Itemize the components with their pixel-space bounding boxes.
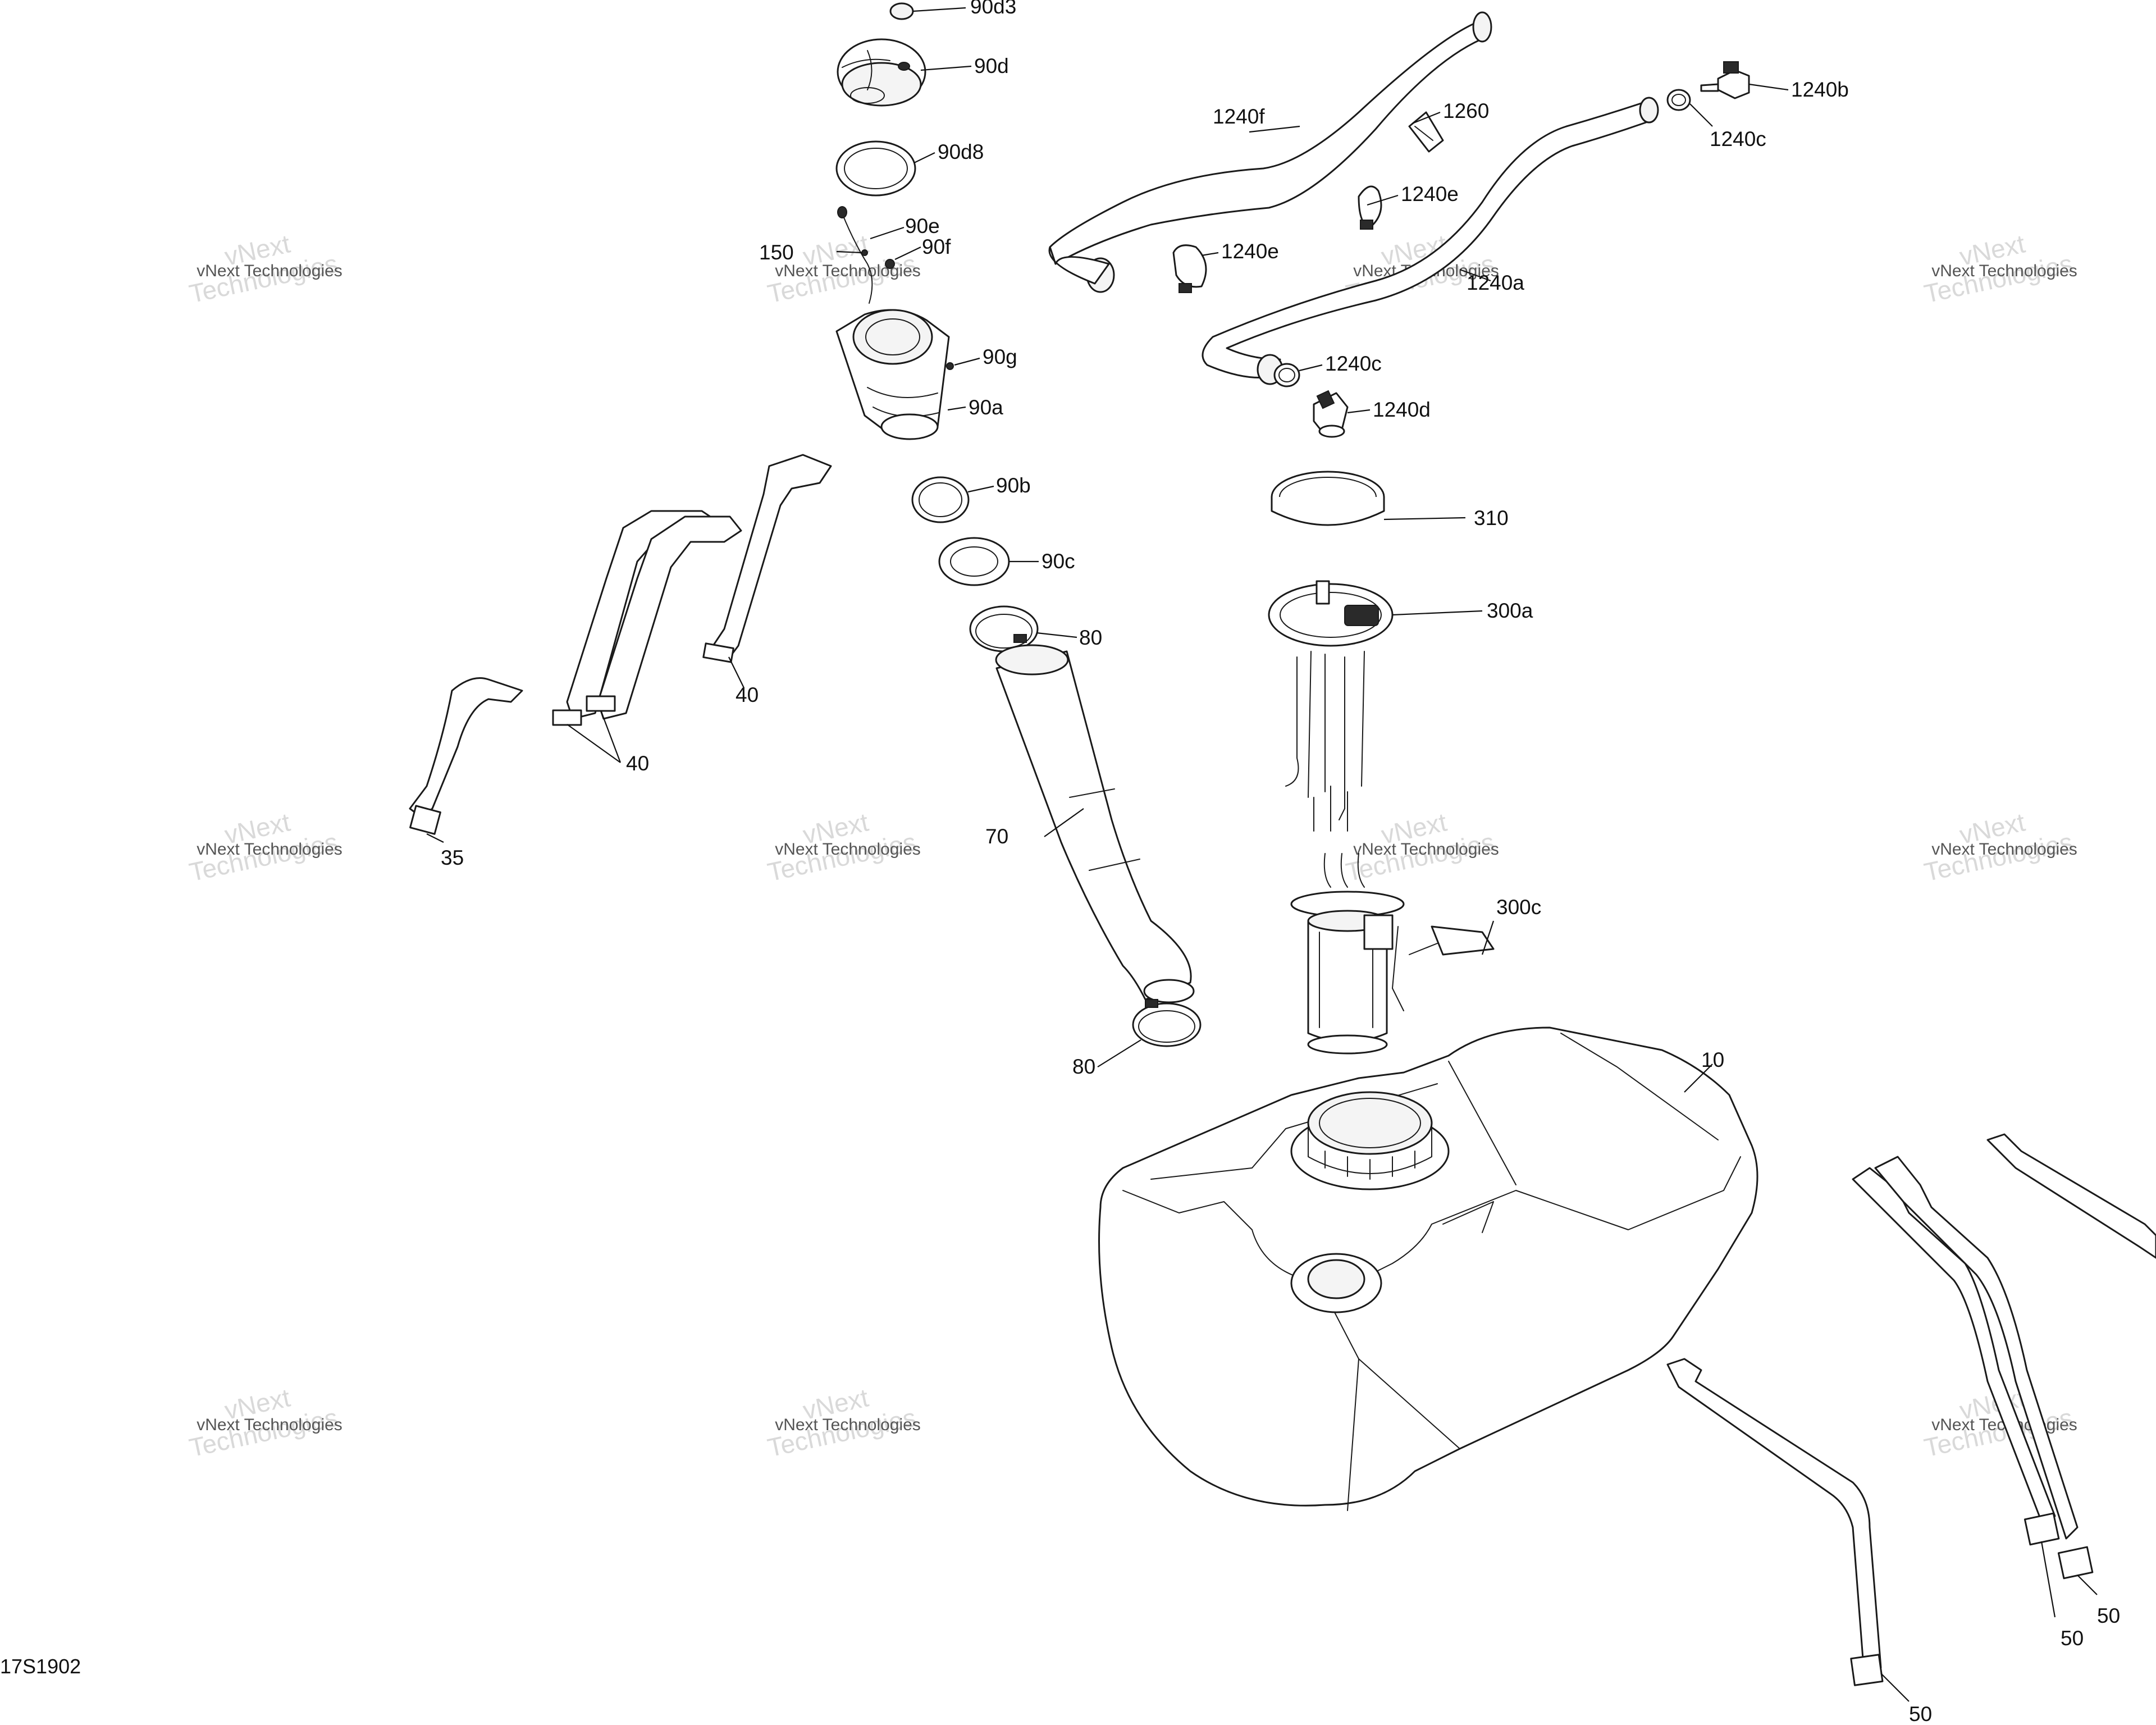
part-90a-filler-neck (835, 309, 950, 440)
figure-id: 17S1902 (0, 1655, 81, 1678)
part-1240c-clamp-left (1273, 363, 1300, 387)
callout-80-top: 80 (1079, 626, 1102, 649)
part-1240d-fitting (1313, 390, 1349, 438)
watermark: vNext Technologies vNext Technologies (765, 1383, 921, 1463)
watermark-small: vNext Technologies (775, 1416, 921, 1434)
watermark: vNext Technologies vNext Technologies (186, 807, 342, 887)
callout-90e: 90e (905, 215, 940, 238)
watermark-small: vNext Technologies (1931, 262, 2077, 280)
part-1240b-valve (1700, 61, 1750, 99)
callout-300c: 300c (1496, 896, 1541, 919)
part-1240e-clamp-left (1172, 244, 1207, 293)
part-1240e-clamp-right (1358, 185, 1382, 230)
part-50-strap-c (1986, 1133, 2156, 1259)
part-80-clamp-bottom (1132, 999, 1202, 1047)
watermark: vNext Technologies vNext Technologies (1921, 807, 2077, 887)
watermark-small: vNext Technologies (1931, 840, 2077, 859)
watermark: vNext Technologies vNext Technologies (186, 229, 342, 309)
part-90f-screw (885, 259, 895, 269)
callout-1240c-right: 1240c (1710, 127, 1766, 150)
callout-1260: 1260 (1443, 99, 1489, 122)
callout-1240b: 1240b (1791, 78, 1849, 101)
part-90c-ring (938, 537, 1010, 586)
watermark-small: vNext Technologies (1353, 840, 1499, 859)
callout-40-single: 40 (736, 683, 759, 706)
leader-lines (426, 7, 2098, 1702)
callout-1240e-left: 1240e (1221, 240, 1279, 263)
part-50-strap-b (1852, 1156, 2094, 1580)
watermark: vNext Technologies vNext Technologies (765, 807, 921, 887)
part-90g-screw (946, 362, 954, 370)
callout-1240a: 1240a (1467, 271, 1524, 294)
callout-80-bottom: 80 (1072, 1055, 1095, 1078)
part-90d3-plug (889, 2, 914, 20)
part-1260-clamp (1408, 111, 1444, 153)
callout-1240e-right: 1240e (1401, 182, 1459, 206)
part-90e-tether-end (837, 206, 847, 218)
part-1240c-clamp-right (1666, 89, 1691, 111)
part-90b-gasket (911, 476, 970, 523)
callout-90c: 90c (1042, 550, 1075, 573)
part-300c-fuel-pump (1290, 853, 1495, 1055)
watermark: vNext Technologies vNext Technologies (1921, 229, 2077, 309)
callout-90d8: 90d8 (938, 140, 984, 163)
callout-70: 70 (985, 825, 1008, 848)
callout-10: 10 (1701, 1048, 1724, 1071)
callouts: 90d3 90d 90d8 90e 150 90f 90g 90a 90b 90… (441, 0, 2120, 1725)
callout-90d: 90d (974, 54, 1009, 77)
part-90d-fuel-cap (837, 38, 926, 107)
watermark-small: vNext Technologies (775, 840, 921, 859)
watermark: vNext Technologies vNext Technologies (765, 229, 921, 309)
watermark: vNext Technologies vNext Technologies (1343, 807, 1499, 887)
part-40-strap-single (702, 454, 832, 663)
part-80-clamp-top (969, 605, 1039, 652)
part-1240f-vent-hose (1048, 11, 1492, 293)
callout-310: 310 (1474, 506, 1509, 530)
callout-90g: 90g (983, 345, 1017, 368)
part-50-strap-a (1666, 1358, 1884, 1686)
watermark: vNext Technologies vNext Technologies (186, 1383, 342, 1463)
callout-1240d: 1240d (1373, 398, 1431, 421)
callout-90a: 90a (969, 396, 1003, 419)
part-310-lock-ring (1271, 471, 1385, 526)
callout-300a: 300a (1487, 599, 1533, 622)
callout-40-double: 40 (626, 752, 649, 775)
callout-90d3: 90d3 (970, 0, 1016, 18)
callout-50-b: 50 (2061, 1627, 2084, 1650)
callout-35: 35 (441, 846, 464, 869)
callout-90f: 90f (922, 235, 951, 258)
part-70-filler-hose (995, 644, 1195, 1003)
callout-50-c: 50 (2097, 1604, 2120, 1627)
callout-1240f: 1240f (1213, 105, 1265, 128)
part-90e-tether (842, 213, 873, 304)
callout-1240c-left: 1240c (1325, 352, 1382, 375)
callout-50-a: 50 (1909, 1703, 1932, 1725)
callout-150: 150 (759, 241, 794, 264)
part-300a-pump-flange (1268, 580, 1394, 832)
part-35-strap (409, 677, 523, 835)
watermark-small: vNext Technologies (197, 262, 342, 280)
part-90d8-gasket (835, 140, 916, 197)
callout-90b: 90b (996, 474, 1031, 497)
watermark-small: vNext Technologies (775, 262, 921, 280)
watermark-small: vNext Technologies (197, 1416, 342, 1434)
part-40-strap-double (552, 510, 742, 726)
part-150-fastener (861, 249, 868, 256)
watermark-small: vNext Technologies (197, 840, 342, 859)
part-10-fuel-tank (1098, 1026, 1758, 1511)
